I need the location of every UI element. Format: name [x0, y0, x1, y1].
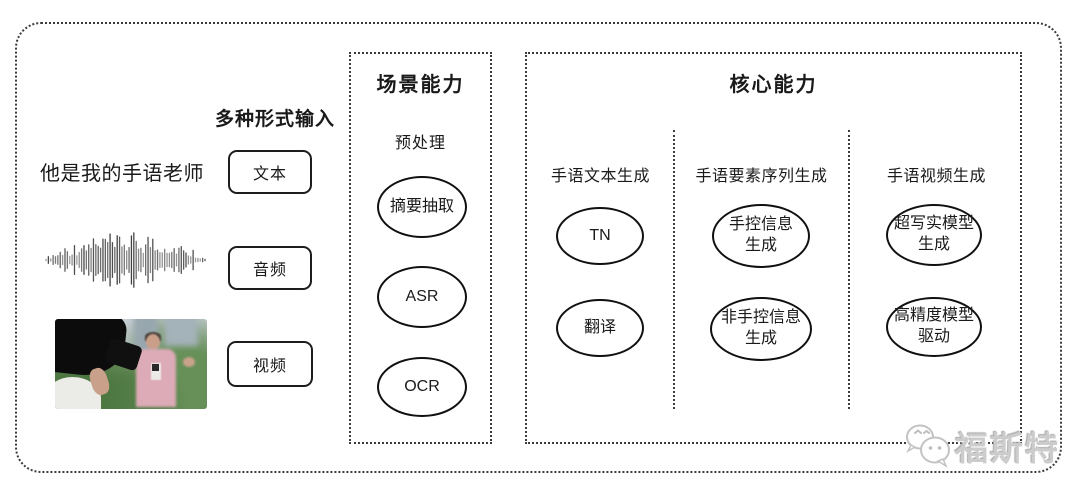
node-manual-info-generation: 手控信息 生成	[712, 204, 810, 268]
node-translation: 翻译	[556, 299, 644, 357]
scene-capability-box: 场景能力 预处理 摘要抽取 ASR OCR	[349, 52, 492, 444]
video-thumb-building	[164, 319, 198, 346]
audio-input-box: 音频	[228, 246, 312, 290]
scene-capability-title: 场景能力	[376, 74, 465, 96]
video-thumb-microphone	[150, 363, 161, 381]
video-thumb-reporter-hand	[182, 356, 195, 367]
wechat-icon	[906, 424, 950, 468]
node-tn: TN	[556, 207, 644, 265]
input-section-title: 多种形式输入	[214, 109, 335, 130]
node-asr: ASR	[377, 266, 467, 328]
video-input-box: 视频	[227, 341, 313, 387]
input-text-example: 他是我的手语老师	[40, 163, 204, 185]
text-input-box: 文本	[228, 150, 312, 194]
node-ocr: OCR	[377, 357, 467, 417]
column-header-element-sequence-generation: 手语要素序列生成	[695, 168, 828, 185]
audio-waveform-icon	[45, 232, 206, 288]
column-divider-1	[673, 130, 675, 409]
video-thumbnail	[55, 319, 207, 409]
audio-input-label: 音频	[252, 262, 287, 279]
preprocess-label: 预处理	[394, 135, 446, 152]
column-divider-2	[848, 130, 850, 409]
node-non-manual-info-generation: 非手控信息 生成	[710, 297, 812, 361]
core-capability-box: 核心能力 手语文本生成 手语要素序列生成 手语视频生成 TN 翻译 手控信息 生…	[525, 52, 1022, 444]
video-input-label: 视频	[252, 358, 287, 375]
node-summary-extraction: 摘要抽取	[377, 176, 467, 238]
watermark: 福斯特	[901, 422, 1060, 470]
core-capability-title: 核心能力	[729, 74, 818, 96]
column-header-video-generation: 手语视频生成	[886, 168, 986, 185]
column-header-text-generation: 手语文本生成	[550, 168, 650, 185]
node-hyperrealistic-model-generation: 超写实模型 生成	[886, 204, 982, 266]
watermark-text: 福斯特	[955, 430, 1060, 467]
video-thumb-microphone-logo	[151, 364, 159, 371]
outer-dotted-border	[15, 22, 1062, 473]
text-input-label: 文本	[252, 166, 287, 183]
video-thumb-reporter-head	[146, 334, 161, 351]
node-high-precision-model-driving: 高精度模型 驱动	[886, 297, 982, 357]
